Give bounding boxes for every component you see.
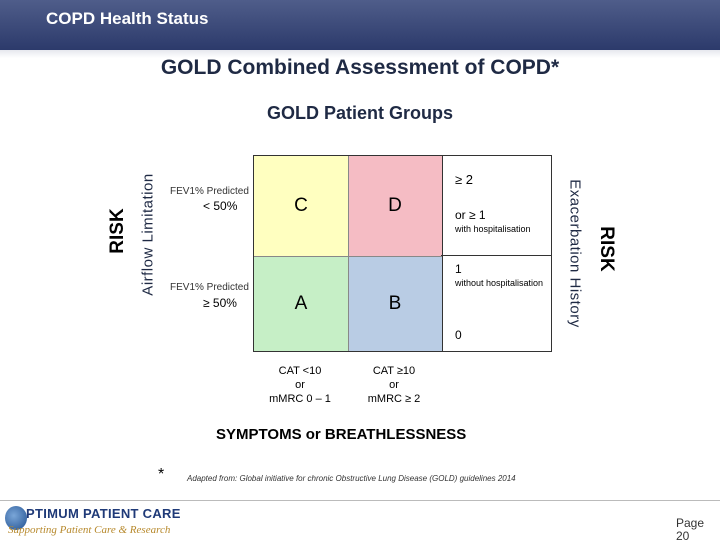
fev-top-value: < 50% bbox=[203, 199, 238, 213]
cat-high-line3: mMRC ≥ 2 bbox=[367, 393, 421, 405]
cat-low-line2: or bbox=[295, 379, 305, 391]
cat-low-line1: CAT <10 bbox=[278, 365, 322, 377]
exacerbation-with-hosp: with hospitalisation bbox=[455, 224, 531, 234]
exacerbation-bracket bbox=[441, 155, 552, 352]
group-c-label: C bbox=[294, 195, 308, 216]
cat-low-group: CAT <10 or mMRC 0 – 1 bbox=[253, 364, 347, 406]
optimum-logo-icon bbox=[5, 506, 27, 530]
fev-bottom-label: FEV1% Predicted bbox=[170, 282, 249, 293]
header-title: COPD Health Status bbox=[46, 9, 209, 28]
exacerbation-one: 1 bbox=[455, 262, 462, 276]
header-bar bbox=[0, 0, 720, 50]
group-b-cell: B bbox=[348, 256, 442, 351]
exacerbation-ge2: ≥ 2 bbox=[455, 172, 473, 187]
group-d-cell: D bbox=[348, 156, 442, 256]
group-b-label: B bbox=[388, 292, 402, 314]
fev-bottom-value: ≥ 50% bbox=[203, 296, 237, 310]
footer-divider bbox=[0, 500, 720, 501]
cat-high-line1: CAT ≥10 bbox=[372, 365, 416, 377]
left-risk-label: RISK bbox=[107, 208, 128, 254]
airflow-limitation-label: Airflow Limitation bbox=[139, 173, 157, 296]
exacerbation-bracket-divider bbox=[441, 255, 551, 256]
footnote-marker: * bbox=[158, 466, 165, 483]
cat-low-line3: mMRC 0 – 1 bbox=[269, 393, 331, 405]
page-number: Page 20 bbox=[676, 516, 705, 543]
grid-vertical-divider bbox=[348, 156, 349, 351]
slide-subtitle: GOLD Patient Groups bbox=[266, 103, 453, 123]
group-a-cell: A bbox=[254, 256, 348, 351]
fev-top-label: FEV1% Predicted bbox=[170, 186, 249, 197]
exacerbation-or-ge1: or ≥ 1 bbox=[455, 208, 486, 222]
grid-horizontal-divider bbox=[254, 256, 442, 257]
exacerbation-without-hosp: without hospitalisation bbox=[455, 278, 544, 288]
logo-subtitle: Supporting Patient Care & Research bbox=[8, 524, 171, 536]
group-a-label: A bbox=[294, 292, 308, 314]
cat-high-group: CAT ≥10 or mMRC ≥ 2 bbox=[347, 364, 441, 406]
right-risk-label: RISK bbox=[596, 226, 617, 272]
footnote-text: Adapted from: Global initiative for chro… bbox=[187, 474, 516, 483]
exacerbation-zero: 0 bbox=[455, 328, 462, 342]
group-c-cell: C bbox=[254, 156, 348, 256]
cat-high-line2: or bbox=[389, 379, 399, 391]
symptoms-axis-label: SYMPTOMS or BREATHLESSNESS bbox=[216, 426, 467, 443]
group-d-label: D bbox=[388, 195, 402, 216]
gold-group-grid: C D A B bbox=[253, 155, 443, 352]
header-stripe bbox=[0, 50, 720, 58]
exacerbation-history-label: Exacerbation History bbox=[566, 179, 584, 328]
logo-title: PTIMUM PATIENT CARE bbox=[26, 506, 181, 521]
slide-title: GOLD Combined Assessment of COPD* bbox=[160, 56, 560, 79]
